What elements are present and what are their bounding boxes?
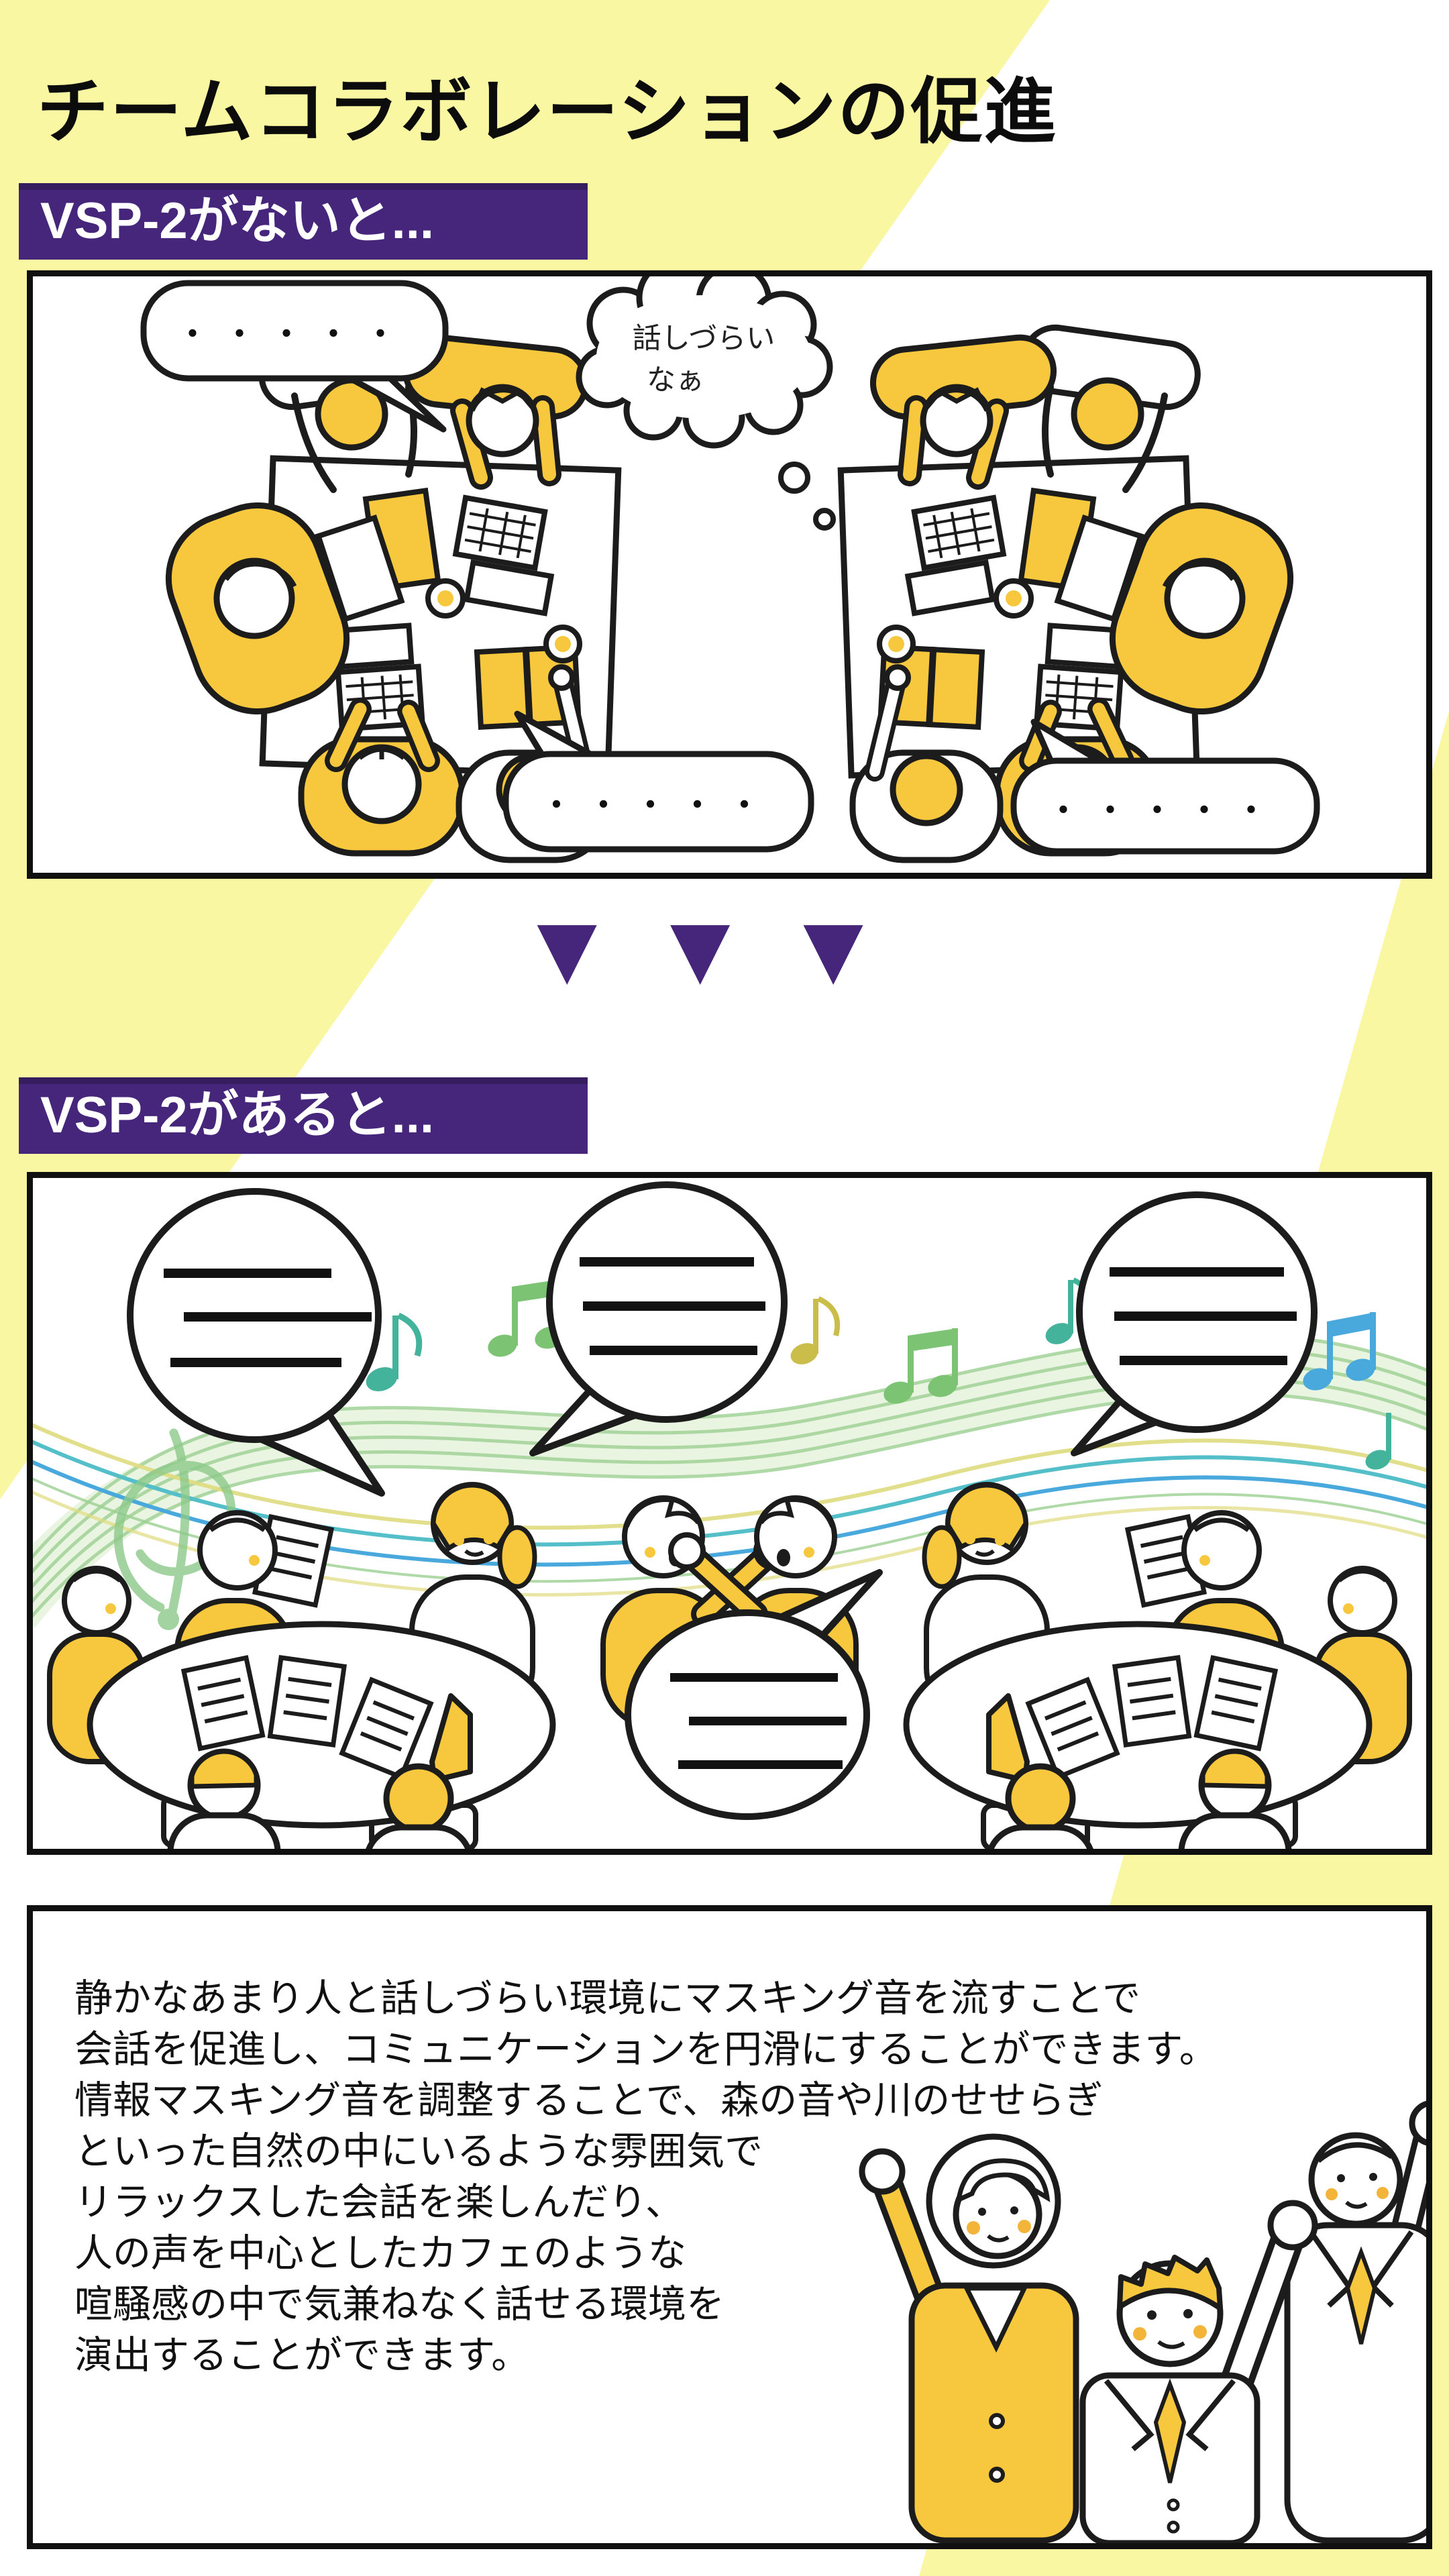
speech-bubble-talk-left [127,1188,385,1497]
silent-dots-bottom-left: ・・・・・ [541,788,776,822]
thought-text-line1: 話しづらい [632,323,775,355]
banner-without-vsp2: VSP-2がないと... [19,183,588,260]
description-line: 静かなあまり人と話しづらい環境にマスキング音を流すことで [74,1977,1141,2020]
description-line: 人の声を中心としたカフェのような [74,2232,686,2275]
silent-dots-top: ・・・・・ [177,317,412,352]
banner-without-label: VSP-2がないと... [40,193,434,250]
silent-dots-bottom-right: ・・・・・ [1048,793,1283,828]
speech-bubble-talk-middle [529,1181,788,1456]
speech-bubble-talk-right [1071,1191,1318,1456]
speech-bubble-silent-bottom-left [502,710,814,853]
lively-meeting-illustration [33,1181,1426,1850]
cheering-woman [859,2133,1079,2543]
panel-with-vsp2 [27,1172,1432,1855]
description-line: 喧騒感の中で気兼ねなく話せる環境を [74,2283,724,2326]
transition-arrows: ▼▼▼ [517,898,946,1000]
cheering-man-center [1079,2200,1318,2543]
thought-bubble [576,276,836,531]
speech-bubble-talk-bottom [625,1569,883,1820]
description-line: といった自然の中にいるような雰囲気で [74,2130,763,2173]
description-line: リラックスした会話を楽しんだり、 [74,2181,684,2224]
speech-bubble-silent-bottom-right [1010,718,1320,855]
page-title: チームコラボレーションの促進 [37,70,1057,152]
description-paragraph: 静かなあまり人と話しづらい環境にマスキング音を流すことで 会話を促進し、コミュニ… [74,1973,1403,2381]
description-line: 演出することができます。 [74,2334,530,2377]
speech-bubble-silent-top [140,280,449,433]
panel-description: 静かなあまり人と話しづらい環境にマスキング音を流すことで 会話を促進し、コミュニ… [27,1905,1432,2549]
description-line: 情報マスキング音を調整することで、森の音や川のせせらぎ [74,2079,1104,2122]
cheering-man-right [1284,2100,1426,2543]
down-triangle-icon: ▼ [782,892,916,1006]
panel-without-vsp2: ・・・・・ 話しづらい なぁ ・・・・・ ・・・・・ [27,270,1432,879]
banner-with-vsp2: VSP-2があると... [19,1077,588,1154]
description-line: 会話を促進し、コミュニケーションを円滑にすることができます。 [74,2028,1218,2071]
cheering-people-illustration [859,2100,1426,2543]
banner-with-label: VSP-2があると... [40,1087,434,1144]
silent-meeting-illustration [33,276,1426,873]
down-triangle-icon: ▼ [649,892,783,1006]
thought-text-line2: なぁ [647,364,704,396]
treble-clef-icon [114,1428,236,1630]
down-triangle-icon: ▼ [517,892,650,1006]
